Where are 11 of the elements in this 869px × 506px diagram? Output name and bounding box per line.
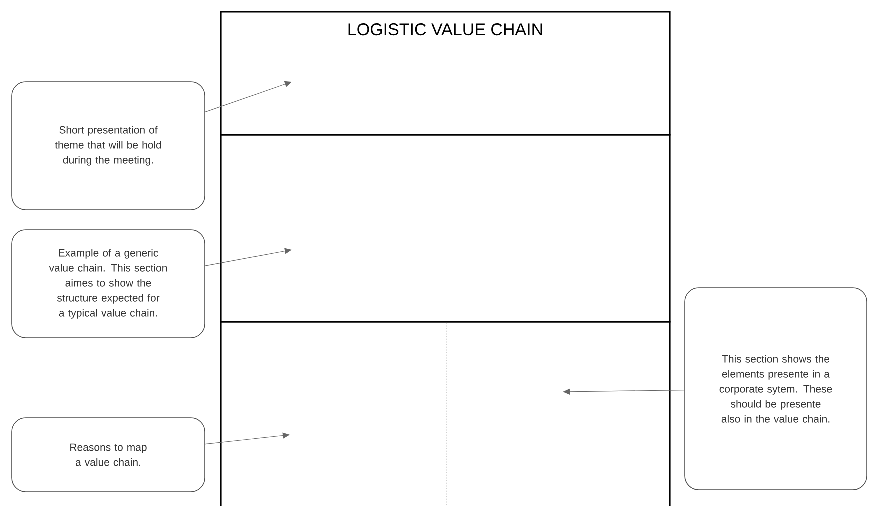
callout-box: Example of a generic value chain. This section aimes to show the structure expected for a typical value chain. <box>12 230 206 338</box>
callout-box: This section shows the elements presente in a corporate sytem. These should be presente also in the value chain. <box>684 288 868 490</box>
leader-arrow <box>205 248 292 266</box>
callout-box: Reasons to map a value chain. <box>12 418 206 492</box>
leader-arrow <box>205 432 290 445</box>
section-area <box>447 321 671 506</box>
section-box: LOGISTIC VALUE CHAIN <box>220 11 671 136</box>
leader-arrow <box>205 81 292 113</box>
section-area <box>220 134 671 323</box>
section-area <box>220 321 448 506</box>
callout-box: Short presentation of theme that will be hold during the meeting. <box>12 82 206 210</box>
